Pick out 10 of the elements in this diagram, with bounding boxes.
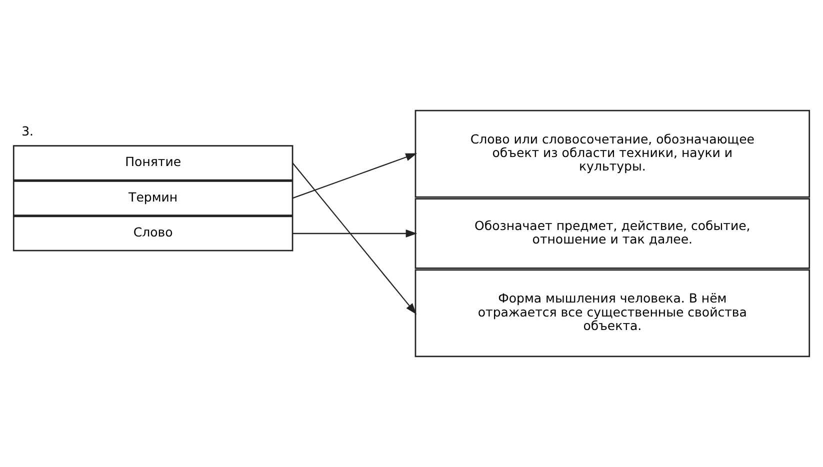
node-box: Слово или словосочетание, обозначающее объект из области техники, науки и культуры. [414, 110, 810, 198]
node-box: Слово [12, 216, 294, 252]
node-box: Понятие [12, 145, 294, 181]
node-box: Термин [12, 180, 294, 216]
node-box: Обозначает предмет, действие, событие, отношение и так далее. [414, 198, 810, 269]
label: 3. [22, 123, 34, 138]
arrow [292, 230, 418, 238]
arrow [292, 162, 417, 315]
node-box: Форма мышления человека. В нём отражается все существенные свойства объекта. [414, 269, 810, 358]
arrow [292, 153, 418, 199]
